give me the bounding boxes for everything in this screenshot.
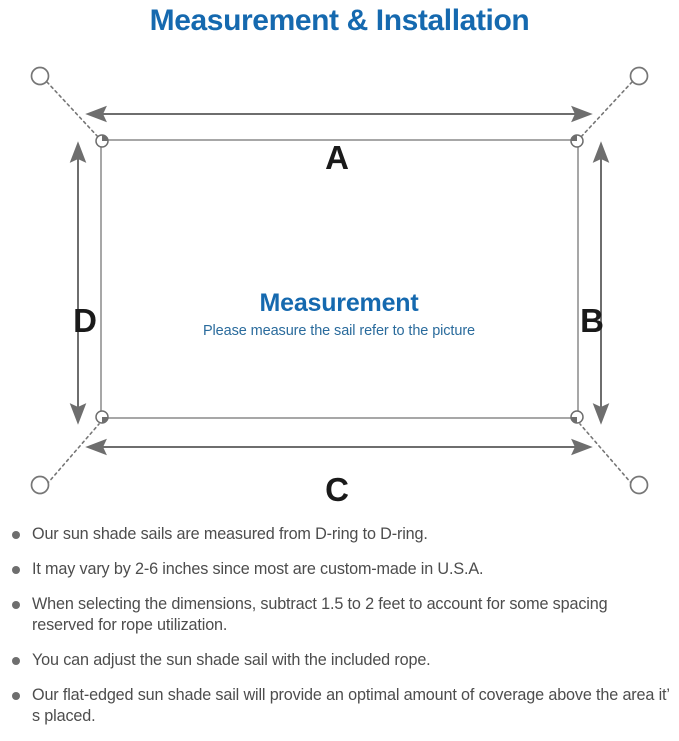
list-item-text: Our flat-edged sun shade sail will provi… [32, 686, 670, 725]
dimension-label-c: C [325, 471, 349, 508]
list-item: Our sun shade sails are measured from D-… [0, 524, 679, 545]
d-ring-top-right-wedge [571, 135, 577, 141]
diagram-svg [30, 66, 649, 495]
list-item: You can adjust the sun shade sail with t… [0, 650, 679, 671]
bullet-dot-icon [12, 601, 20, 609]
anchor-point-top-left [30, 66, 50, 86]
dimension-arrow-b [592, 141, 610, 425]
anchor-point-bottom-left [30, 475, 50, 495]
d-ring-top-left-wedge [102, 135, 108, 141]
dimension-label-a: A [325, 139, 349, 176]
list-item-text: Our sun shade sails are measured from D-… [32, 525, 428, 543]
d-ring-bottom-left-wedge [102, 417, 108, 423]
anchor-point-top-right [629, 66, 649, 86]
list-item-text: You can adjust the sun shade sail with t… [32, 651, 431, 669]
list-item-text: When selecting the dimensions, subtract … [32, 595, 608, 634]
dimension-arrow-d [69, 141, 87, 425]
bullet-dot-icon [12, 657, 20, 665]
d-ring-bottom-right-wedge [571, 417, 577, 423]
bullet-dot-icon [12, 692, 20, 700]
page-title: Measurement & Installation [149, 4, 530, 37]
measurement-diagram: A B C D Measurement Please measure the s… [0, 48, 679, 518]
rope-line-bottom-right [579, 423, 633, 485]
dimension-arrow-c [85, 438, 593, 456]
dimension-arrow-a [85, 105, 593, 123]
dimension-label-d: D [73, 302, 97, 339]
bullet-dot-icon [12, 566, 20, 574]
list-item: Our flat-edged sun shade sail will provi… [0, 685, 679, 727]
bullet-dot-icon [12, 531, 20, 539]
notes-list: Our sun shade sails are measured from D-… [0, 524, 679, 741]
anchor-point-bottom-right [629, 475, 649, 495]
rope-line-top-left [46, 81, 100, 139]
dimension-label-b: B [580, 302, 604, 339]
rope-line-top-right [579, 81, 633, 139]
rope-line-bottom-left [46, 423, 100, 485]
sail-rectangle [100, 139, 579, 419]
list-item: When selecting the dimensions, subtract … [0, 594, 679, 636]
list-item-text: It may vary by 2-6 inches since most are… [32, 560, 484, 578]
list-item: It may vary by 2-6 inches since most are… [0, 559, 679, 580]
